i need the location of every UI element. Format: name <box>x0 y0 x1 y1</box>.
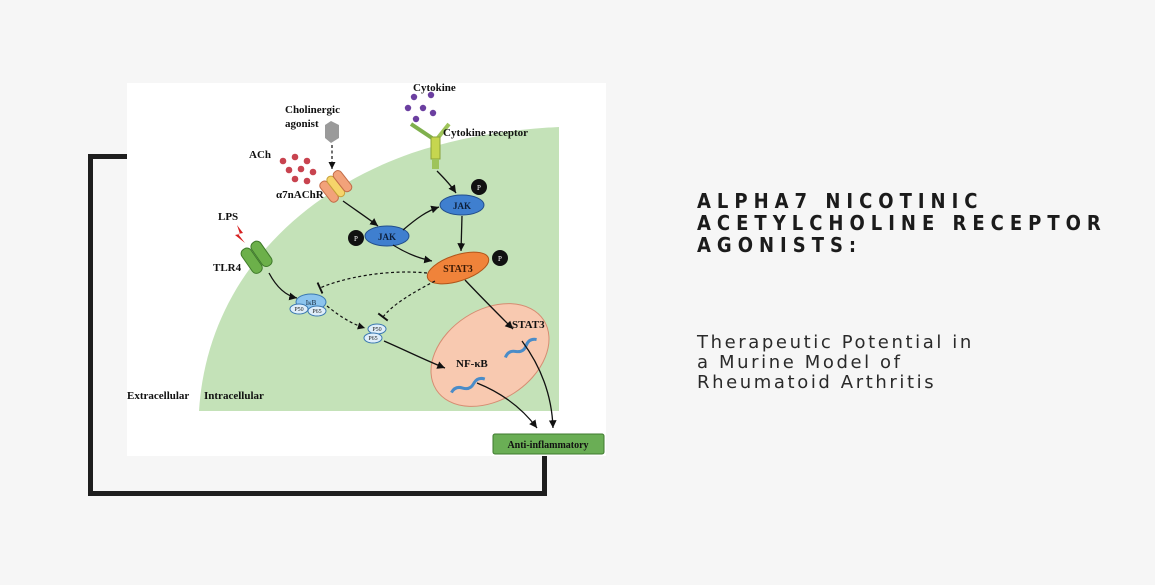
arrow-stat3-nucleus <box>464 279 514 330</box>
dna-strand-stat3 <box>504 337 537 359</box>
label-ach: ACh <box>249 149 271 161</box>
ikb-p50-label: P50 <box>294 307 303 313</box>
title-line-3: AGONISTS: <box>697 233 863 257</box>
jak-upper <box>439 194 485 216</box>
label-a7nachr: α7nAChR <box>276 189 325 201</box>
label-cholinergic: Cholinergic <box>285 104 340 116</box>
tlr4-receptor-icon <box>240 240 273 274</box>
arrow-dimer-nfkb <box>383 340 446 369</box>
pathway-diagram: JAK P JAK P STAT3 P IκB P50 P65 P50 P65 <box>127 83 605 455</box>
label-nfkb: NF-κB <box>456 358 488 370</box>
jak-upper-label: JAK <box>453 201 471 211</box>
arrow-jakupper-stat3 <box>457 215 466 252</box>
label-extracellular: Extracellular <box>127 390 189 402</box>
page-title: ALPHA7 NICOTINIC ACETYLCHOLINE RECEPTOR … <box>697 190 1117 256</box>
label-lps: LPS <box>218 211 238 223</box>
arrow-tlr4-ikb <box>268 272 298 301</box>
cholinergic-agonist-icon <box>325 121 339 143</box>
nucleus <box>430 303 550 407</box>
dna-strand-nfkb <box>450 376 486 394</box>
arrow-jak-stat3 <box>392 244 433 264</box>
cytokine-molecules <box>404 91 437 123</box>
label-agonist: agonist <box>285 118 319 130</box>
label-anti-inflammatory: Anti-inflammatory <box>507 440 588 451</box>
arrow-ikb-dimer <box>326 305 366 330</box>
title-line-1: ALPHA7 NICOTINIC <box>697 189 984 213</box>
arrow-nfkb-output <box>476 382 538 429</box>
p50-p65-dimer: P50 P65 <box>363 323 387 344</box>
arrow-cytokine-jak <box>436 170 457 194</box>
label-intracellular: Intracellular <box>204 390 264 402</box>
jak-lower-label: JAK <box>378 232 396 242</box>
lps-bolt-icon <box>235 225 245 243</box>
ikb-label: IκB <box>306 299 317 307</box>
arrow-stat3-output <box>521 340 557 429</box>
inhibit-stat3-ikb <box>316 271 428 294</box>
phospho-label-3: P <box>498 255 502 263</box>
subtitle-line-2: a Murine Model of <box>697 352 903 373</box>
p65-label: P65 <box>368 336 377 342</box>
ikb-p65-label: P65 <box>312 309 321 315</box>
phospho-badge-3 <box>492 250 508 266</box>
title-line-2: ACETYLCHOLINE RECEPTOR <box>697 211 1107 235</box>
label-cytokine: Cytokine <box>413 83 456 94</box>
arrow-receptor-jak <box>342 200 379 227</box>
label-stat3-nucleus: STAT3 <box>512 319 545 331</box>
phospho-badge-2 <box>348 230 364 246</box>
stat3-node <box>426 251 490 285</box>
phospho-label-1: P <box>477 184 481 192</box>
anti-inflammatory-box <box>492 433 605 455</box>
label-tlr4: TLR4 <box>213 262 242 274</box>
phospho-badge-1 <box>471 179 487 195</box>
subtitle-line-1: Therapeutic Potential in <box>697 332 974 353</box>
jak-lower <box>364 225 410 247</box>
cytokine-receptor-icon <box>409 122 451 169</box>
ach-molecules <box>279 153 317 185</box>
inhibit-stat3-dimer <box>377 280 436 322</box>
p50-label: P50 <box>372 327 381 333</box>
label-cytokine-receptor: Cytokine receptor <box>443 127 528 139</box>
page-subtitle: Therapeutic Potential in a Murine Model … <box>697 333 1057 393</box>
arrow-jak-jak <box>402 205 440 231</box>
ikb-complex: IκB P50 P65 <box>289 293 327 317</box>
subtitle-line-3: Rheumatoid Arthritis <box>697 372 937 393</box>
stat3-label: STAT3 <box>443 264 473 275</box>
a7nachr-receptor-icon <box>319 170 353 203</box>
pathway-figure: JAK P JAK P STAT3 P IκB P50 P65 P50 P65 <box>127 83 606 456</box>
phospho-label-2: P <box>354 235 358 243</box>
